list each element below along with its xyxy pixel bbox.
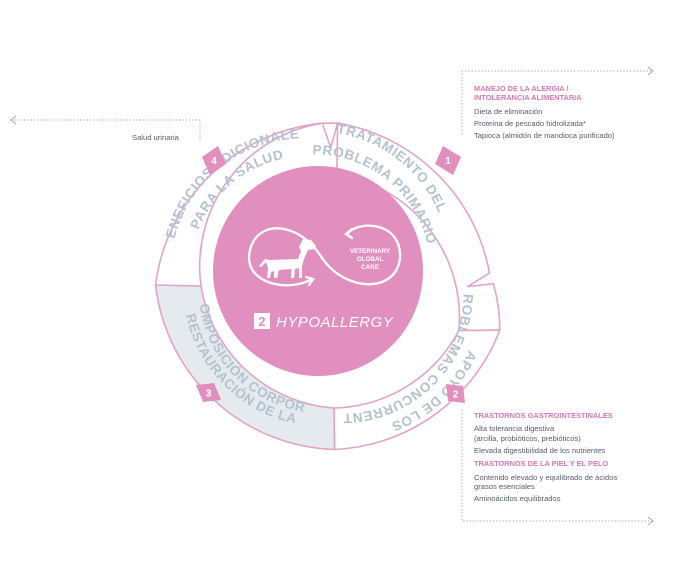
connector-1 bbox=[461, 70, 652, 134]
panel-1-item: Dieta de eliminación bbox=[474, 106, 543, 116]
svg-text:2: 2 bbox=[453, 390, 459, 401]
panel-2-heading-b: TRASTORNOS DE LA PIEL Y EL PELO bbox=[474, 459, 609, 469]
svg-text:3: 3 bbox=[206, 389, 212, 400]
product-name: HYPOALLERGY bbox=[276, 314, 394, 331]
panel-2-item: Aminoácidos equilibrados bbox=[474, 494, 561, 504]
connector-4 bbox=[12, 119, 201, 140]
badge-4: 4 bbox=[202, 146, 226, 175]
dotted-arrow-right-icon-2 bbox=[647, 516, 654, 526]
svg-text:1: 1 bbox=[445, 156, 451, 167]
panel-2-item: Elevada digestibilidad de los nutrientes bbox=[474, 445, 606, 455]
svg-text:4: 4 bbox=[211, 156, 217, 167]
logo-line-1: VETERINARY bbox=[350, 248, 391, 255]
panel-segment-1: MANEJO DE LA ALERGIA / INTOLERANCIA ALIM… bbox=[474, 84, 664, 143]
center-disc bbox=[213, 166, 423, 376]
panel-2-item: Contenido elevado y equilibrado de ácido… bbox=[474, 472, 618, 482]
infinity-arrow-icon bbox=[247, 224, 402, 287]
panel-segment-4: Salud urinaria bbox=[132, 133, 202, 145]
connector-2 bbox=[461, 410, 652, 522]
panel-1-heading-line1: MANEJO DE LA ALERGIA / bbox=[474, 84, 569, 93]
panel-1-item: Proteína de pescado hidrolizada* bbox=[474, 118, 586, 128]
panel-1-heading-line2: INTOLERANCIA ALIMENTARIA bbox=[474, 93, 582, 103]
panel-2-item: grasos esenciales bbox=[474, 482, 535, 492]
dotted-arrow-right-icon bbox=[647, 66, 654, 76]
panel-1-item: Tapioca (almidón de mandioca purificado) bbox=[474, 130, 615, 140]
segment-1-shape[interactable] bbox=[321, 122, 501, 332]
panel-2-heading-a: TRASTORNOS GASTROINTESTINALES bbox=[474, 411, 613, 420]
panel-4-item: Salud urinaria bbox=[132, 133, 179, 142]
segment-2-shape[interactable] bbox=[333, 329, 501, 451]
badge-2: 2 bbox=[446, 384, 465, 403]
panel-1-heading: MANEJO DE LA ALERGIA / INTOLERANCIA ALIM… bbox=[474, 84, 664, 103]
panel-2-item: Alta tolerancia digestiva bbox=[474, 424, 555, 434]
product-number-box bbox=[254, 313, 270, 329]
badge-1: 1 bbox=[435, 146, 461, 175]
panel-2-item: (arcilla, probióticos, prebióticos) bbox=[474, 433, 581, 443]
segment-4-shape[interactable] bbox=[154, 122, 324, 287]
badge-3: 3 bbox=[196, 383, 221, 402]
product-number: 2 bbox=[258, 314, 265, 329]
dog-icon bbox=[259, 239, 316, 278]
dotted-arrow-left-icon bbox=[10, 115, 17, 125]
panel-segment-2: TRASTORNOS GASTROINTESTINALES Alta toler… bbox=[474, 411, 664, 506]
logo-line-2: GLOBAL bbox=[357, 256, 384, 263]
logo-line-3: CARE bbox=[361, 264, 379, 271]
